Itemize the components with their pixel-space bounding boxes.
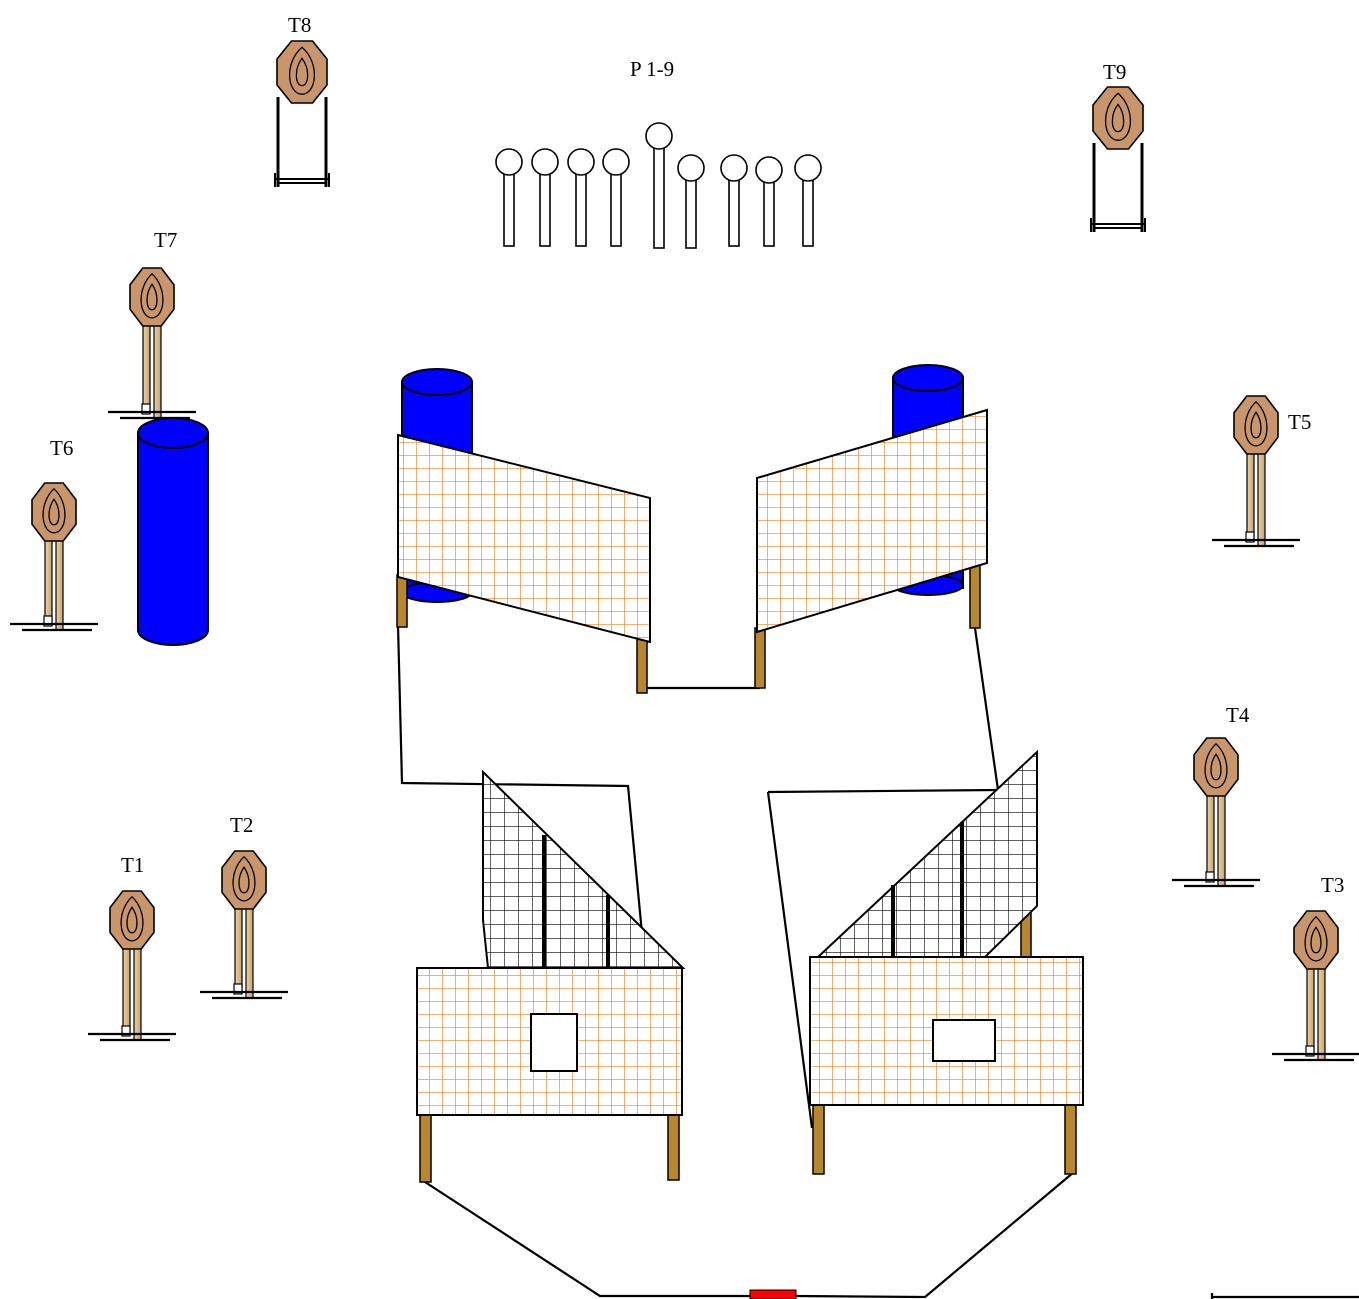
- target-t4: [1172, 737, 1260, 888]
- popper: [495, 148, 523, 247]
- target-group: [10, 40, 1359, 1062]
- target-t7: [108, 267, 196, 420]
- popper: [720, 154, 748, 247]
- port-right: [932, 1019, 996, 1062]
- label-t1: T1: [121, 853, 144, 877]
- popper: [602, 148, 630, 247]
- port-left: [530, 1013, 578, 1072]
- label-t8: T8: [288, 13, 311, 37]
- barrel-left-standalone: [137, 417, 209, 646]
- wall-upper-left: [396, 433, 651, 694]
- label-t7: T7: [154, 228, 177, 252]
- target-t5: [1212, 395, 1300, 548]
- popper: [677, 154, 705, 249]
- label-poppers: P 1-9: [630, 57, 674, 81]
- label-t9: T9: [1103, 60, 1126, 84]
- label-t2: T2: [230, 813, 253, 837]
- target-t9: [1090, 86, 1146, 232]
- popper: [531, 148, 559, 247]
- wall-upper-right: [754, 408, 988, 689]
- label-t4: T4: [1226, 703, 1250, 727]
- popper: [645, 122, 673, 249]
- target-t8: [274, 40, 330, 187]
- structure-lower-right: [809, 749, 1084, 1175]
- target-t6: [10, 482, 98, 632]
- target-t2: [200, 850, 288, 1000]
- label-t3: T3: [1321, 873, 1344, 897]
- target-t1: [88, 890, 176, 1042]
- label-t5: T5: [1288, 410, 1311, 434]
- fault-lines: [396, 624, 1359, 1299]
- popper: [794, 154, 822, 247]
- structure-lower-left: [416, 769, 686, 1183]
- popper: [755, 156, 783, 247]
- popper: [567, 148, 595, 247]
- start-marker: [749, 1289, 797, 1299]
- popper-group: [495, 122, 822, 249]
- target-t3: [1272, 910, 1359, 1062]
- label-t6: T6: [50, 436, 73, 460]
